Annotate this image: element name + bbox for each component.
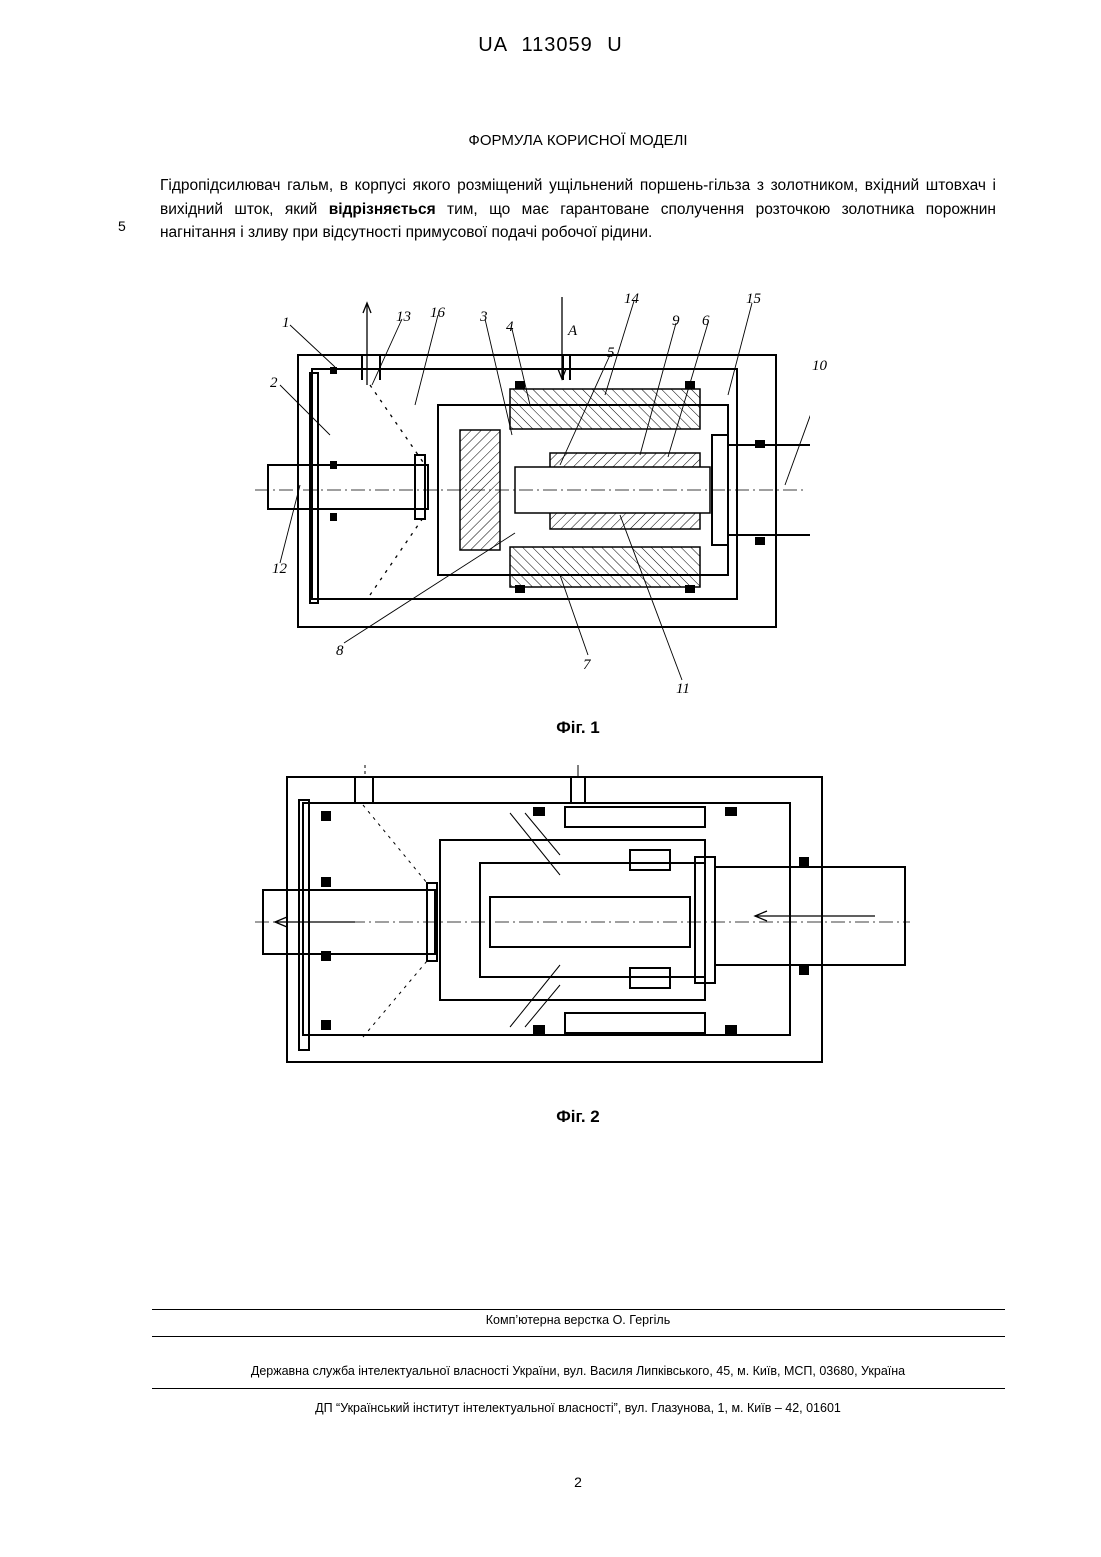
fig1-label-2: 2 <box>270 375 278 391</box>
agency-address: Державна служба інтелектуальної власност… <box>0 1364 1101 1378</box>
fig1-label-7: 7 <box>583 657 592 673</box>
fig1-label-10-outer: 10 <box>812 358 827 375</box>
footer-rule-1 <box>152 1309 1005 1310</box>
fig1-label-6: 6 <box>702 313 710 329</box>
section-title: ФОРМУЛА КОРИСНОЇ МОДЕЛІ <box>0 132 1101 149</box>
fig1-label-5: 5 <box>607 345 615 361</box>
fig1-label-1: 1 <box>282 315 290 331</box>
fig1-label-14: 14 <box>624 291 640 307</box>
line-number: 5 <box>118 218 126 234</box>
fig1-label-9: 9 <box>672 313 680 329</box>
institute-address: ДП “Український інститут інтелектуальної… <box>0 1401 1101 1415</box>
fig1-label-3: 3 <box>479 309 488 325</box>
fig1-label-A: A <box>567 323 578 339</box>
figure-2-drawing <box>255 765 910 1070</box>
fig1-label-11: 11 <box>676 681 690 697</box>
page-number: 2 <box>0 1474 1101 1490</box>
footer-rule-3 <box>152 1388 1005 1389</box>
fig1-label-8: 8 <box>336 643 344 659</box>
figure-2-caption: Фіг. 2 <box>0 1107 1101 1127</box>
layout-credit: Комп’ютерна верстка О. Гергіль <box>0 1313 1101 1327</box>
figure-1-drawing: 1 2 13 16 3 4 A 5 14 9 6 15 10 12 8 7 11 <box>250 285 810 705</box>
fig1-label-15: 15 <box>746 291 762 307</box>
claim-text-bold: відрізняється <box>329 201 436 218</box>
fig1-label-12: 12 <box>272 561 288 577</box>
footer-rule-2 <box>152 1336 1005 1337</box>
figure-1-caption: Фіг. 1 <box>0 718 1101 738</box>
fig1-label-16: 16 <box>430 305 446 321</box>
claim-text: Гідропідсилювач гальм, в корпусі якого р… <box>160 174 996 245</box>
fig1-label-13: 13 <box>396 309 411 325</box>
fig1-label-4: 4 <box>506 319 514 335</box>
document-number: UA 113059 U <box>0 34 1101 57</box>
